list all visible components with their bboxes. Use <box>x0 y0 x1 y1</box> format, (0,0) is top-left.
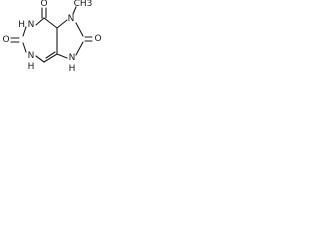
bond-n7-methyl <box>72 6 77 15</box>
bond-n7-c8 <box>75 22 84 37</box>
atom-nitrogen-top-right: N <box>68 14 75 24</box>
atom-hydrogen-bottom-right: H <box>69 64 76 74</box>
atom-nitrogen-bottom-right: N <box>69 53 76 63</box>
bond-c4-c5-inner <box>45 51 56 59</box>
bond-c6-n1 <box>35 17 45 26</box>
atom-oxygen-left: O <box>2 35 9 45</box>
atom-hydrogen-bottom-left: H <box>28 62 35 72</box>
atom-nitrogen-bottom-left: N <box>28 51 35 61</box>
bond-c5-n7 <box>56 19 68 29</box>
atom-nitrogen-top-left: N <box>28 20 35 30</box>
bond-n9-c4 <box>56 53 68 59</box>
structure-diagram: O O O N H N H N H N CH3 <box>2 0 101 74</box>
methyl-group: CH3 <box>74 0 93 9</box>
bond-c4-c5 <box>43 53 58 63</box>
bond-n1-c2 <box>22 26 27 37</box>
atom-hydrogen-top-left: H <box>18 20 25 30</box>
atom-oxygen-right: O <box>94 34 101 44</box>
bond-c2-n3 <box>22 42 27 53</box>
atom-oxygen-top: O <box>40 0 47 9</box>
bond-c6-c5 <box>43 17 58 29</box>
bond-n3-c4 <box>35 55 45 63</box>
bond-c8-n9 <box>75 41 84 56</box>
